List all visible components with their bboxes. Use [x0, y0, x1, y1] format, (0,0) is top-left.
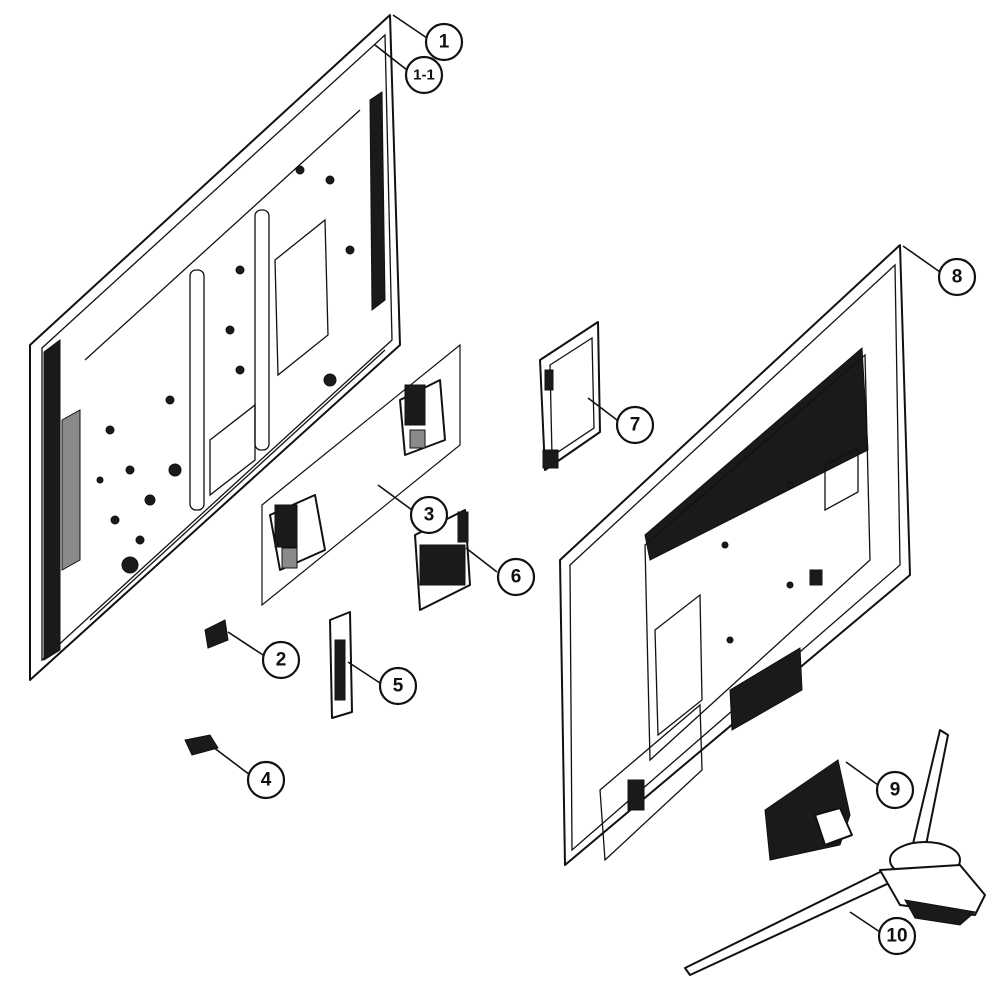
- part-6-board: [414, 509, 471, 611]
- callout-7-label: 7: [630, 415, 641, 436]
- callout-8-label: 8: [952, 267, 963, 288]
- callout-5: 5: [378, 666, 418, 706]
- callout-2: 2: [261, 640, 301, 680]
- callout-2-label: 2: [276, 650, 287, 671]
- callout-6-label: 6: [511, 567, 522, 588]
- callout-9: 9: [875, 770, 915, 810]
- leader-lines: [212, 14, 941, 933]
- callout-1: 1: [424, 22, 464, 62]
- callout-3: 3: [409, 495, 449, 535]
- part-8-back-cover: [559, 244, 911, 866]
- callout-1-label: 1: [439, 32, 450, 53]
- panel-holes: [96, 165, 355, 574]
- speaker-right: [399, 379, 446, 456]
- part-1-front-panel: [29, 14, 401, 681]
- callout-8: 8: [937, 257, 977, 297]
- callout-4-label: 4: [261, 770, 272, 791]
- callout-10-label: 10: [886, 926, 907, 947]
- speaker-left: [269, 494, 326, 571]
- callout-4: 4: [246, 760, 286, 800]
- callout-9-label: 9: [890, 780, 901, 801]
- callout-5-label: 5: [393, 676, 404, 697]
- callout-1-1: 1-1: [404, 55, 444, 95]
- callout-1-1-label: 1-1: [413, 67, 435, 84]
- callout-7: 7: [615, 405, 655, 445]
- part-4-clip: [184, 734, 219, 756]
- part-10-stand-base: [684, 729, 986, 976]
- part-9-stand-neck: [764, 759, 853, 861]
- part-2-bracket: [204, 619, 229, 649]
- part-3-speakers: [261, 343, 461, 607]
- callout-6: 6: [496, 557, 536, 597]
- part-7-board: [539, 321, 601, 471]
- callout-3-label: 3: [424, 505, 435, 526]
- part-5-board: [329, 611, 353, 719]
- callout-10: 10: [877, 916, 917, 956]
